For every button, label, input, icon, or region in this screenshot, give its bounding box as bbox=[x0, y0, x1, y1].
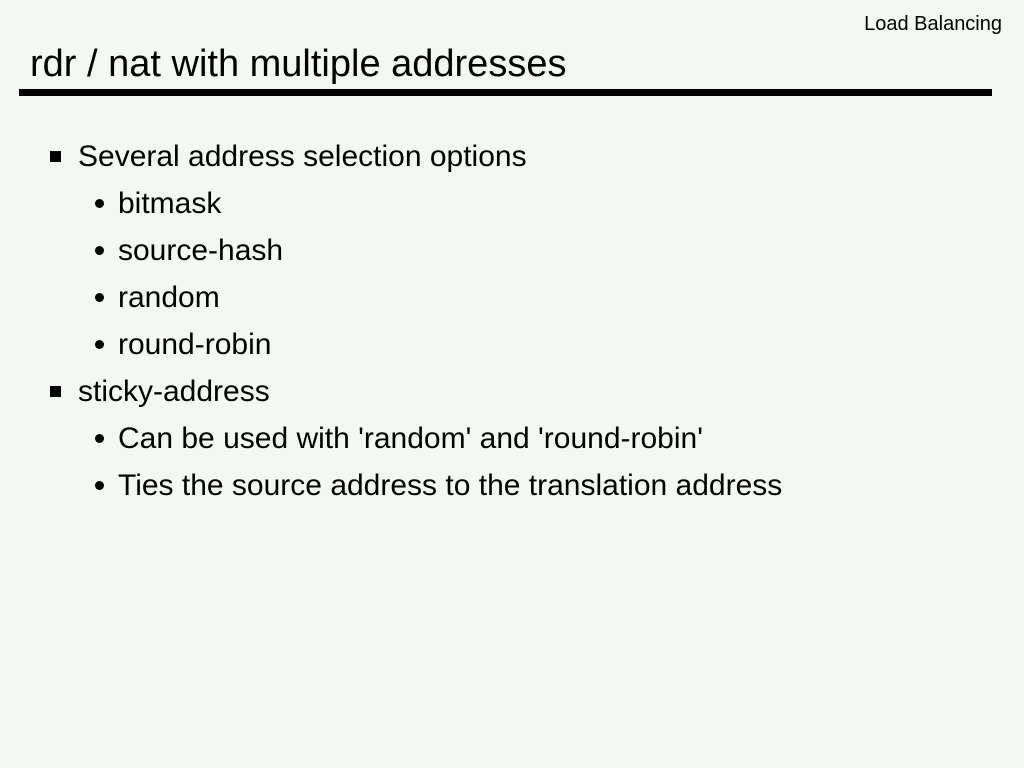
title-rule bbox=[19, 89, 992, 96]
list-item: sticky-address bbox=[0, 368, 1024, 415]
list-item: bitmask bbox=[0, 180, 1024, 227]
dot-bullet-icon bbox=[95, 434, 104, 443]
list-item-text: source-hash bbox=[118, 234, 284, 267]
slide-title: rdr / nat with multiple addresses bbox=[30, 43, 567, 85]
dot-bullet-icon bbox=[95, 199, 104, 208]
list-item-text: Several address selection options bbox=[78, 140, 527, 173]
list-item: round-robin bbox=[0, 321, 1024, 368]
list-item-text: Ties the source address to the translati… bbox=[118, 469, 783, 502]
list-item-text: sticky-address bbox=[78, 375, 270, 408]
list-item-text: Can be used with 'random' and 'round-rob… bbox=[118, 422, 703, 455]
list-item: source-hash bbox=[0, 227, 1024, 274]
square-bullet-icon bbox=[50, 386, 61, 397]
dot-bullet-icon bbox=[95, 340, 104, 349]
list-item: Several address selection options bbox=[0, 133, 1024, 180]
list-item: random bbox=[0, 274, 1024, 321]
list-item: Can be used with 'random' and 'round-rob… bbox=[0, 415, 1024, 462]
list-item-text: bitmask bbox=[118, 187, 222, 220]
square-bullet-icon bbox=[50, 151, 61, 162]
dot-bullet-icon bbox=[95, 246, 104, 255]
dot-bullet-icon bbox=[95, 481, 104, 490]
dot-bullet-icon bbox=[95, 293, 104, 302]
slide-header-label: Load Balancing bbox=[864, 13, 1002, 35]
bullet-list: Several address selection options bitmas… bbox=[0, 133, 1024, 509]
list-item-text: random bbox=[118, 281, 220, 314]
list-item: Ties the source address to the translati… bbox=[0, 462, 1024, 509]
list-item-text: round-robin bbox=[118, 328, 272, 361]
